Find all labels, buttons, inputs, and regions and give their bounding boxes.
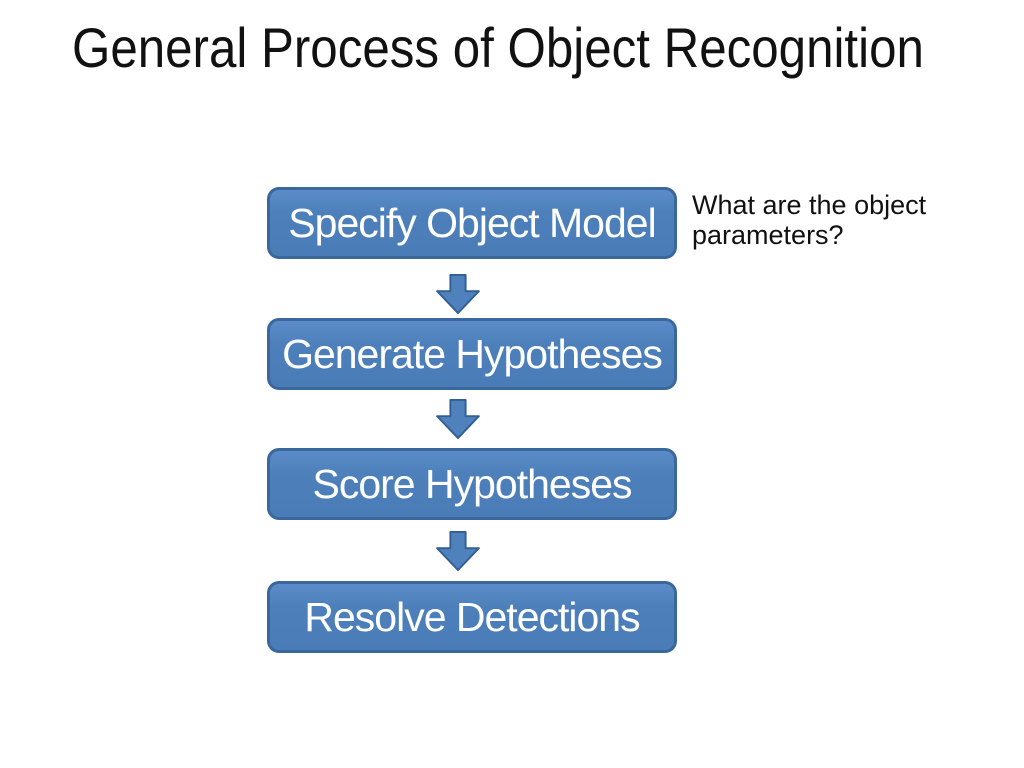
flow-step-score-hypotheses: Score Hypotheses	[267, 448, 677, 520]
flow-step-generate-hypotheses: Generate Hypotheses	[267, 318, 677, 390]
flow-step-resolve-detections: Resolve Detections	[267, 581, 677, 653]
flow-step-label: Specify Object Model	[288, 199, 656, 246]
annotation-line: What are the object	[692, 190, 927, 220]
flow-step-label: Score Hypotheses	[312, 460, 632, 507]
flow-step-specify-object-model: Specify Object Model	[267, 187, 677, 259]
flow-step-label: Resolve Detections	[304, 593, 640, 640]
slide-title: General Process of Object Recognition	[72, 16, 924, 79]
flow-step-label: Generate Hypotheses	[282, 330, 663, 377]
down-arrow-icon	[436, 399, 480, 439]
down-arrow-icon	[436, 531, 480, 571]
annotation-line: parameters?	[692, 220, 844, 250]
down-arrow-icon	[436, 274, 480, 314]
annotation-text: What are the object parameters?	[692, 190, 926, 250]
